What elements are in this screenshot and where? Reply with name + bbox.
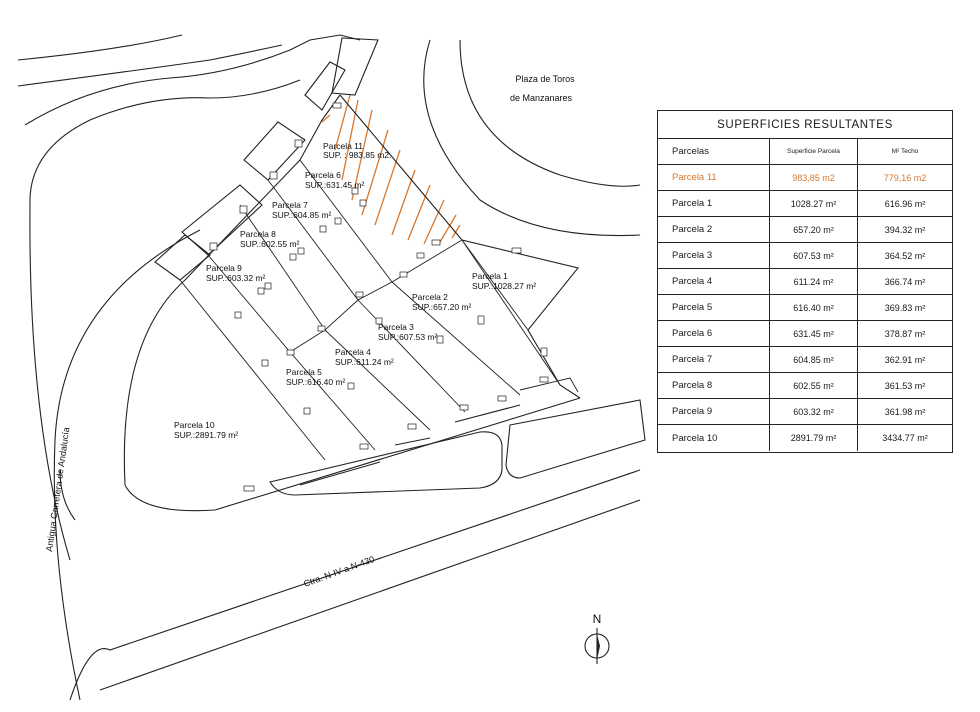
cell-parcela: Parcela 9 (658, 399, 770, 424)
cell-superficie: 2891.79 m² (770, 425, 858, 451)
parcel-11-sup: SUP. : 983,85 m2. (323, 150, 391, 160)
parcel-1-sup: SUP.:1028.27 m² (472, 281, 536, 291)
cell-techo: 361.98 m² (884, 406, 926, 417)
cell-superficie: 631.45 m² (770, 321, 858, 346)
cell-superficie: 602.55 m² (770, 373, 858, 398)
cell-superficie: 604.85 m² (770, 347, 858, 372)
parcel-2-sup: SUP.:657.20 m² (412, 302, 472, 312)
cell-techo: 394.32 m² (884, 224, 926, 235)
plaza-label-line1: Plaza de Toros (515, 74, 575, 84)
cell-parcela: Parcela 5 (658, 295, 770, 320)
cell-parcela: Parcela 11 (658, 165, 770, 190)
parcel-8-name: Parcela 8 (240, 229, 276, 239)
parcel-labels: Parcela 11 SUP. : 983,85 m2. Parcela 6 S… (174, 141, 536, 440)
parcel-7-sup: SUP.:604.85 m² (272, 210, 332, 220)
service-road (269, 399, 646, 496)
parcel-11-name: Parcela 11 (323, 141, 363, 151)
parcel-2-name: Parcela 2 (412, 292, 448, 302)
cell-superficie: 657.20 m² (770, 217, 858, 242)
cell-superficie: 1028.27 m² (770, 191, 858, 216)
parcel-11-hatch (321, 94, 461, 245)
cell-parcela: Parcela 8 (658, 373, 770, 398)
cell-techo: 616.96 m² (884, 198, 926, 209)
table-title: SUPERFICIES RESULTANTES (658, 111, 952, 139)
cell-superficie: 616.40 m² (770, 295, 858, 320)
table-header-row: Parcelas Superficie Parcela M² Techo (658, 139, 952, 165)
cell-parcela: Parcela 2 (658, 217, 770, 242)
header-superficie: Superficie Parcela (770, 139, 858, 164)
header-techo: M² Techo (891, 148, 919, 155)
parcel-1-name: Parcela 1 (472, 271, 508, 281)
north-arrow: N (584, 612, 610, 664)
cell-techo: 369.83 m² (884, 302, 926, 313)
cell-parcela: Parcela 10 (658, 425, 770, 451)
cell-parcela: Parcela 4 (658, 269, 770, 294)
parcel-4-sup: SUP.:611.24 m² (335, 357, 394, 367)
parcel-5-name: Parcela 5 (286, 367, 322, 377)
cell-techo: 378.87 m² (884, 328, 926, 339)
cell-parcela: Parcela 6 (658, 321, 770, 346)
cell-superficie: 983,85 m2 (770, 165, 858, 190)
cell-parcela: Parcela 7 (658, 347, 770, 372)
parcel-9-name: Parcela 9 (206, 263, 242, 273)
plaza-label-line2: de Manzanares (510, 93, 573, 103)
cell-superficie: 607.53 m² (770, 243, 858, 268)
cell-techo: 366.74 m² (884, 276, 926, 287)
road-outlines (17, 34, 641, 701)
parcel-8-sup: SUP.:602.55 m² (240, 239, 300, 249)
parcel-divisions (179, 159, 579, 461)
north-label: N (593, 612, 602, 626)
parcel-6-sup: SUP.:631.45 m² (305, 180, 365, 190)
cell-techo: 362.91 m² (884, 354, 926, 365)
parcel-9-sup: SUP.:603.32 m² (206, 273, 266, 283)
national-road (59, 469, 641, 701)
header-parcelas: Parcelas (658, 139, 770, 164)
block-outline (123, 94, 581, 512)
cell-superficie: 603.32 m² (770, 399, 858, 424)
cell-superficie: 611.24 m² (770, 269, 858, 294)
parcel-10-name: Parcela 10 (174, 420, 215, 430)
parcel-7-name: Parcela 7 (272, 200, 308, 210)
cell-techo: 364.52 m² (884, 250, 926, 261)
cell-techo: 3434.77 m² (882, 433, 928, 443)
road-andalucia-label: Antigua Carretera de Andalucía (44, 427, 71, 553)
cell-parcela: Parcela 3 (658, 243, 770, 268)
parcel-3-sup: SUP.:607.53 m² (378, 332, 438, 342)
superficies-table: SUPERFICIES RESULTANTES Parcelas Superfi… (657, 110, 953, 453)
cell-parcela: Parcela 1 (658, 191, 770, 216)
cell-techo: 361.53 m² (884, 380, 926, 391)
parcel-5-sup: SUP.:616.40 m² (286, 377, 346, 387)
dimension-tags (209, 102, 549, 492)
cell-techo: 779,16 m2 (883, 172, 927, 183)
parcel-4-name: Parcela 4 (335, 347, 371, 357)
road-n-label: Ctra. N-IV a N-430 (302, 554, 375, 589)
parcel-6-name: Parcela 6 (305, 170, 341, 180)
parcel-10-sup: SUP.:2891.79 m² (174, 430, 238, 440)
parcel-3-name: Parcela 3 (378, 322, 414, 332)
